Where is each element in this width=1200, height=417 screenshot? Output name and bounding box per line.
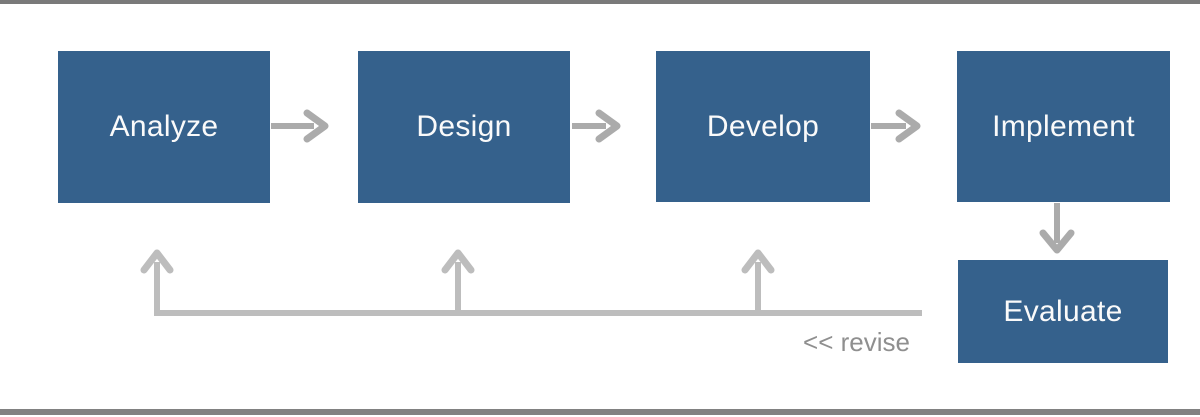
right-arrow-icon (871, 109, 921, 143)
feedback-line (140, 249, 922, 316)
revise-label: << revise (803, 327, 910, 357)
step-label-evaluate: Evaluate (1003, 294, 1123, 328)
step-label-analyze: Analyze (109, 110, 219, 143)
step-label-develop: Develop (706, 109, 820, 143)
step-label-design: Design (416, 110, 512, 143)
step-label-implement: Implement (992, 109, 1135, 143)
right-arrow-icon (572, 109, 621, 143)
step-box-design: Design (358, 51, 570, 203)
down-arrow-icon (1039, 203, 1075, 254)
right-arrow-icon (271, 109, 329, 143)
step-box-evaluate: Evaluate (958, 260, 1168, 363)
up-arrow-icon (741, 249, 775, 313)
step-box-analyze: Analyze (58, 51, 270, 203)
up-arrow-icon (441, 249, 475, 313)
step-box-develop: Develop (656, 51, 870, 202)
top-divider-bar (0, 0, 1200, 4)
bottom-divider-bar (0, 409, 1200, 415)
step-box-implement: Implement (957, 51, 1170, 202)
